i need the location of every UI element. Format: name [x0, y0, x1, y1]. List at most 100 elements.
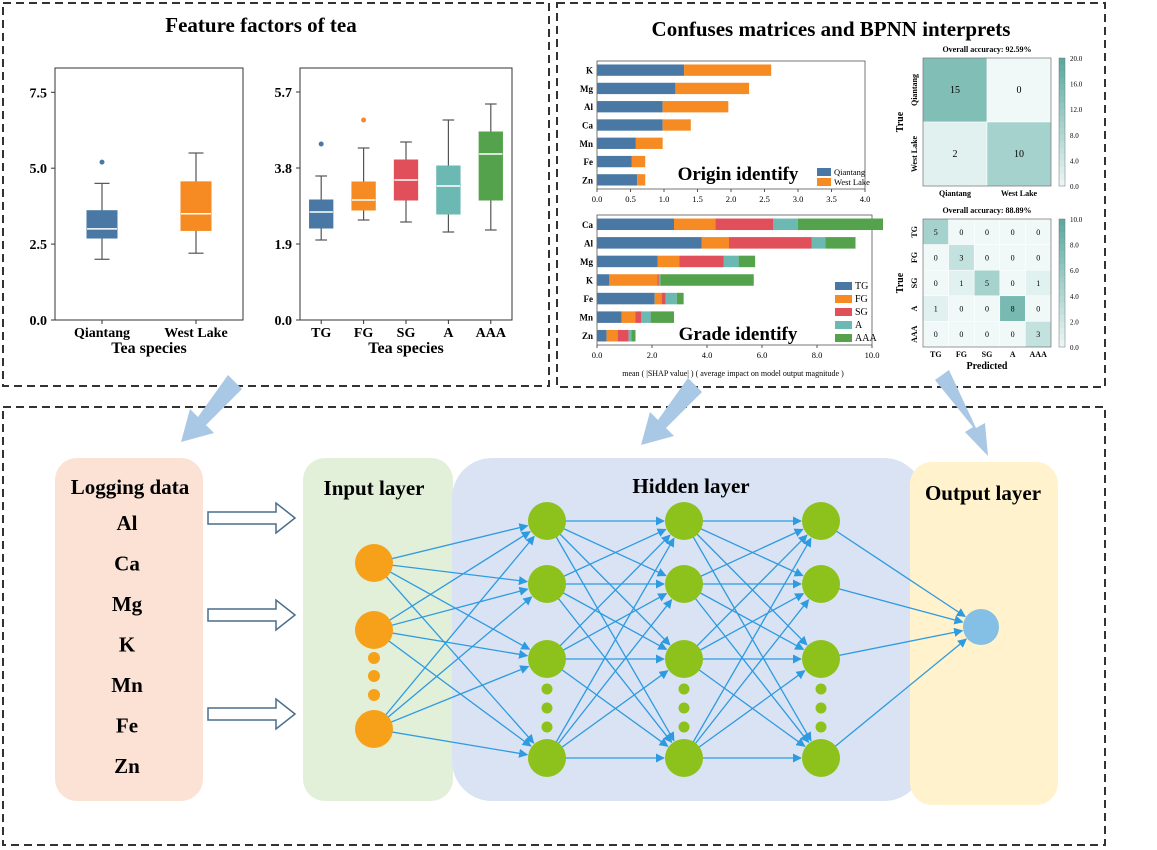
cm-cell — [973, 269, 1001, 297]
cm-cell — [973, 321, 1001, 348]
feature-label: Ca — [582, 220, 593, 230]
cm-x-label: FG — [956, 350, 967, 359]
logging-item-mg: Mg — [112, 592, 143, 616]
bar-k-aaa — [660, 274, 754, 286]
bar-zn-sg — [617, 329, 629, 342]
colorbar-segment — [1059, 276, 1065, 284]
neural-network — [355, 502, 999, 777]
input-ellipsis-dot — [368, 652, 380, 664]
hidden-node — [802, 502, 840, 540]
shap-x-axis-label: mean ( |SHAP value| ) ( average impact o… — [622, 369, 844, 378]
bar-al-fg — [701, 237, 729, 249]
colorbar-segment — [1059, 147, 1065, 155]
cm-cell-value: 0 — [959, 330, 963, 339]
overlay-label: Origin identify — [678, 164, 799, 185]
logging-item-k: K — [119, 633, 136, 657]
bar-ca-qiantang — [597, 119, 663, 131]
bar-mn-tg — [597, 311, 622, 323]
bar-k-tg — [597, 274, 610, 286]
feature-label: Mn — [580, 139, 594, 149]
colorbar-frame — [1058, 57, 1066, 187]
logging-item-mn: Mn — [111, 673, 143, 697]
bar-k-qiantang — [597, 64, 685, 76]
accuracy-title: Overall accuracy: 88.89% — [942, 206, 1031, 215]
colorbar-segment — [1059, 96, 1065, 104]
x-tick-label: 0.0 — [592, 194, 603, 204]
x-axis-label: Tea species — [368, 340, 443, 357]
hollow-arrow-1 — [207, 501, 297, 535]
network-edge — [820, 627, 964, 660]
hidden-ellipsis-dot — [815, 721, 827, 733]
hidden-ellipsis-dot — [678, 683, 690, 695]
network-edge — [373, 531, 531, 631]
cm-cell-value: 0 — [1036, 305, 1040, 314]
box-aaa — [478, 131, 503, 201]
bar-zn-aaa — [631, 329, 636, 342]
network-edge — [546, 593, 668, 660]
cm-cell-value: 0 — [959, 305, 963, 314]
colorbar-segment — [1059, 134, 1065, 142]
cm-y-label: A — [910, 305, 919, 311]
x-tick-label: 0.0 — [592, 350, 603, 360]
flow-arrow-left — [181, 375, 242, 442]
network-edge — [683, 520, 812, 742]
hidden-node — [802, 565, 840, 603]
y-tick-label: 7.5 — [30, 86, 48, 101]
feature-label: K — [586, 66, 593, 76]
cm-cell-value: 0 — [959, 228, 963, 237]
bar-mn-aaa — [650, 311, 674, 323]
logging-item-ca: Ca — [114, 552, 140, 576]
colorbar-tick: 0.0 — [1070, 183, 1079, 191]
colorbar-tick: 20.0 — [1070, 55, 1083, 63]
bar-mn-west-lake — [635, 137, 663, 149]
input-layer-title: Input layer — [324, 476, 425, 500]
x-tick-label: 8.0 — [812, 350, 823, 360]
confusion-panel-frame — [556, 2, 1106, 388]
feature-label: Fe — [584, 294, 594, 304]
cm-cell-value: 0 — [934, 253, 938, 262]
cm-y-label: FG — [910, 252, 919, 263]
colorbar-segment — [1059, 173, 1065, 181]
colorbar-tick: 6.0 — [1070, 267, 1079, 275]
feature-label: Al — [584, 102, 593, 112]
outlier-point — [361, 117, 367, 123]
bar-mn-fg — [621, 311, 636, 323]
network-edge — [373, 629, 529, 659]
cm-cell-value: 15 — [950, 85, 960, 96]
legend-swatch — [835, 295, 852, 303]
y-tick-label: 0.0 — [275, 314, 293, 329]
network-edge — [546, 534, 671, 660]
network-edge — [683, 658, 806, 747]
bar-mn-a — [641, 311, 651, 323]
colorbar-tick: 16.0 — [1070, 81, 1083, 89]
legend-label: West Lake — [834, 177, 870, 187]
x-axis-label: Tea species — [111, 340, 186, 357]
bar-mg-sg — [679, 255, 724, 268]
colorbar-tick: 4.0 — [1070, 293, 1079, 301]
cm-cell — [948, 269, 975, 297]
input-node — [355, 710, 393, 748]
cm-y-axis-label: True — [895, 272, 906, 293]
colorbar-segment — [1059, 77, 1065, 85]
feature-label: Ca — [582, 121, 593, 131]
network-edge — [373, 629, 532, 747]
cm-cell-value: 1 — [1036, 279, 1040, 288]
hidden-node — [528, 565, 566, 603]
colorbar-tick: 12.0 — [1070, 106, 1083, 114]
bar-mn-sg — [635, 311, 641, 323]
x-tick-label: Qiantang — [74, 326, 130, 341]
colorbar-tick: 0.0 — [1070, 344, 1079, 352]
y-tick-label: 5.7 — [275, 86, 293, 101]
colorbar-segment — [1059, 225, 1065, 233]
network-edge — [546, 528, 667, 585]
feature-label: Zn — [582, 175, 593, 185]
cm-cell-value: 0 — [1011, 330, 1015, 339]
network-edge — [683, 670, 806, 759]
y-tick-label: 5.0 — [30, 162, 48, 177]
hidden-node — [665, 502, 703, 540]
colorbar-tick: 4.0 — [1070, 157, 1079, 165]
colorbar-tick: 2.0 — [1070, 318, 1079, 326]
hidden-ellipsis-dot — [541, 683, 553, 695]
